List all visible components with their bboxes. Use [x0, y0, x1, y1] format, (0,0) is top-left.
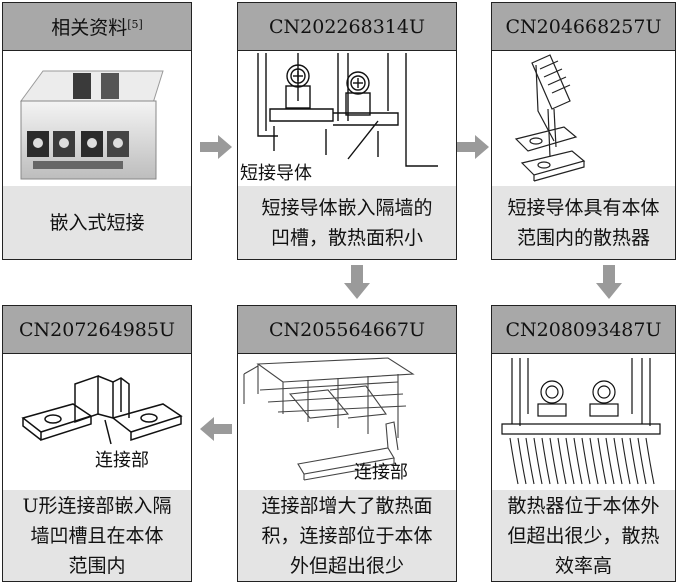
caption-line: 墙凹槽且在本体: [30, 524, 164, 547]
caption-line: 但超出很少，散热: [507, 524, 660, 547]
box-header: CN205564667U: [238, 306, 456, 354]
box-header: CN208093487U: [492, 306, 675, 354]
box-header: CN202268314U: [238, 3, 456, 51]
box-caption: 嵌入式短接: [3, 186, 191, 259]
box-caption: 短接导体具有本体 范围内的散热器: [492, 186, 675, 259]
arrow-down-icon: [596, 265, 622, 299]
heatsink-conductor-drawing: [492, 51, 675, 190]
connection-part-label: 连接部: [95, 450, 149, 471]
external-heatsink-drawing: [492, 354, 675, 493]
connection-part-label: 连接部: [354, 462, 408, 483]
box-cn202268314u: CN202268314U 短接导体 短接导体嵌入隔墙的: [237, 2, 457, 260]
box-title: CN207264985U: [19, 318, 175, 341]
box-related-material: 相关资料[5] 嵌入式短接: [2, 2, 192, 260]
box-header: CN204668257U: [492, 3, 675, 51]
caption-line: 短接导体嵌入隔墙的: [261, 196, 433, 219]
box-header: 相关资料[5]: [3, 3, 191, 51]
caption-line: 散热器位于本体外: [507, 494, 660, 517]
caption-line: 效率高: [554, 554, 612, 577]
box-cn205564667u: CN205564667U 连接部 连接部增大了散热面 积，连接部位于本体 外但超…: [237, 305, 457, 582]
arrow-left-icon: [200, 417, 232, 441]
caption-line: 嵌入式短接: [49, 211, 145, 234]
arrow-right-icon: [457, 135, 489, 159]
caption-line: 连接部增大了散热面: [261, 494, 433, 517]
caption-line: 积，连接部位于本体: [261, 524, 433, 547]
citation-superscript: [5]: [127, 18, 143, 31]
caption-line: 凹槽，散热面积小: [270, 226, 423, 249]
caption-line: 范围内: [68, 554, 126, 577]
caption-line: 范围内的散热器: [516, 226, 650, 249]
box-caption: 散热器位于本体外 但超出很少，散热 效率高: [492, 490, 675, 581]
short-conductor-label: 短接导体: [240, 163, 312, 184]
u-shaped-connection-drawing: 连接部: [3, 354, 191, 493]
arrow-right-icon: [200, 135, 232, 159]
box-cn204668257u: CN204668257U 短接导体具有本体 范围内的散热器: [491, 2, 676, 260]
box-title: CN205564667U: [269, 318, 425, 341]
box-caption: 短接导体嵌入隔墙的 凹槽，散热面积小: [238, 186, 456, 259]
breaker-photo: [3, 51, 191, 190]
box-header: CN207264985U: [3, 306, 191, 354]
box-cn207264985u: CN207264985U 连接部 U形连接部嵌入隔 墙凹槽且在本体 范围内: [2, 305, 192, 582]
box-caption: 连接部增大了散热面 积，连接部位于本体 外但超出很少: [238, 490, 456, 581]
caption-line: 外但超出很少: [289, 554, 404, 577]
connection-part-drawing: 连接部: [238, 354, 456, 493]
arrow-down-icon: [344, 265, 370, 299]
caption-line: 短接导体具有本体: [507, 196, 660, 219]
box-title: CN202268314U: [269, 15, 425, 38]
caption-line: U形连接部嵌入隔: [22, 494, 172, 517]
box-caption: U形连接部嵌入隔 墙凹槽且在本体 范围内: [3, 490, 191, 581]
box-title: 相关资料: [51, 17, 128, 39]
box-title: CN208093487U: [505, 318, 662, 341]
short-conductor-drawing: 短接导体: [238, 51, 456, 190]
box-title: CN204668257U: [505, 15, 662, 38]
box-cn208093487u: CN208093487U 散热器位于本体外 但超出很少，散热 效率高: [491, 305, 676, 582]
